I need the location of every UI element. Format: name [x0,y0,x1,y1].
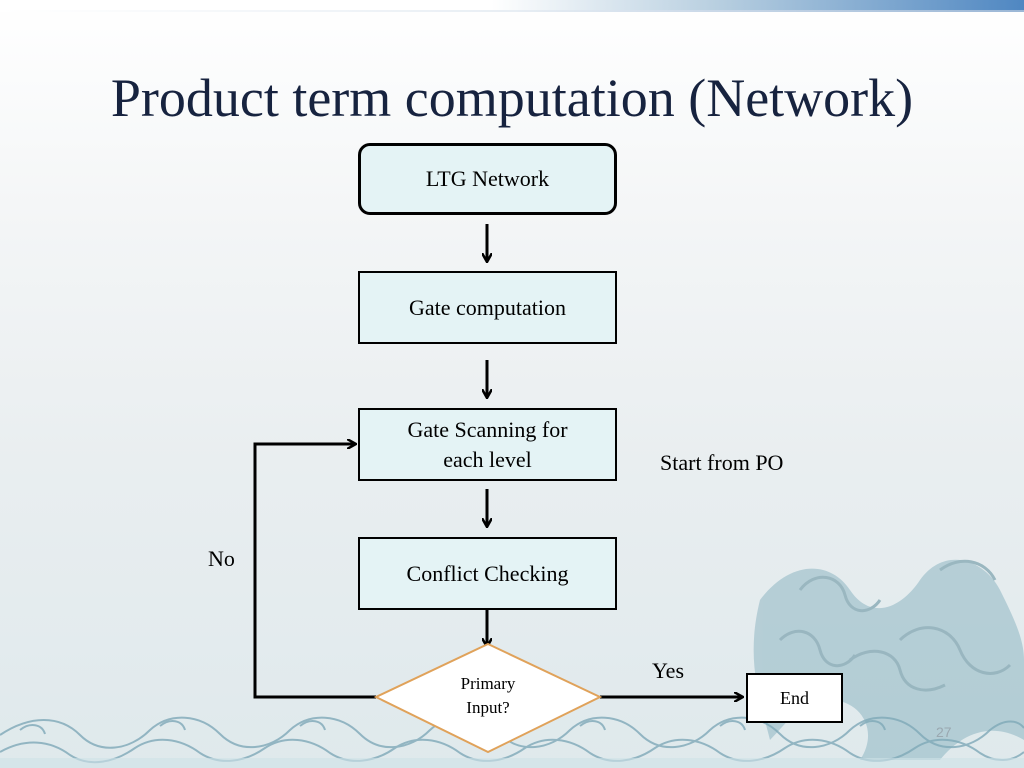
edge-label-yes: Yes [652,658,685,683]
end-node: End [746,673,843,723]
ltg-network-node: LTG Network [358,143,617,215]
edge-label-no: No [208,546,235,571]
arrow-no-loop [253,444,376,699]
decision-label-line1: Primary [460,674,516,693]
top-accent-line [0,10,1024,12]
start-from-po-annotation: Start from PO [660,450,784,475]
gate-computation-label: Gate computation [408,294,566,320]
gate-scanning-label-line2: each level [443,446,532,472]
conflict-checking-label: Conflict Checking [406,560,569,586]
ltg-network-label: LTG Network [425,166,550,191]
top-accent-bar [0,0,1024,10]
conflict-checking-node: Conflict Checking [358,537,617,610]
decision-diamond [373,642,603,754]
gate-scanning-node: Gate Scanning for each level [358,408,617,481]
decision-label-line2: Input? [466,698,510,717]
gate-scanning-label-line1: Gate Scanning for [407,416,568,442]
end-label: End [780,688,809,708]
dragon-decoration [753,559,1024,760]
slide-title: Product term computation (Network) [110,68,914,128]
decision-label: Primary Input? [390,672,586,720]
page-number: 27 [936,724,952,740]
gate-computation-node: Gate computation [358,271,617,344]
